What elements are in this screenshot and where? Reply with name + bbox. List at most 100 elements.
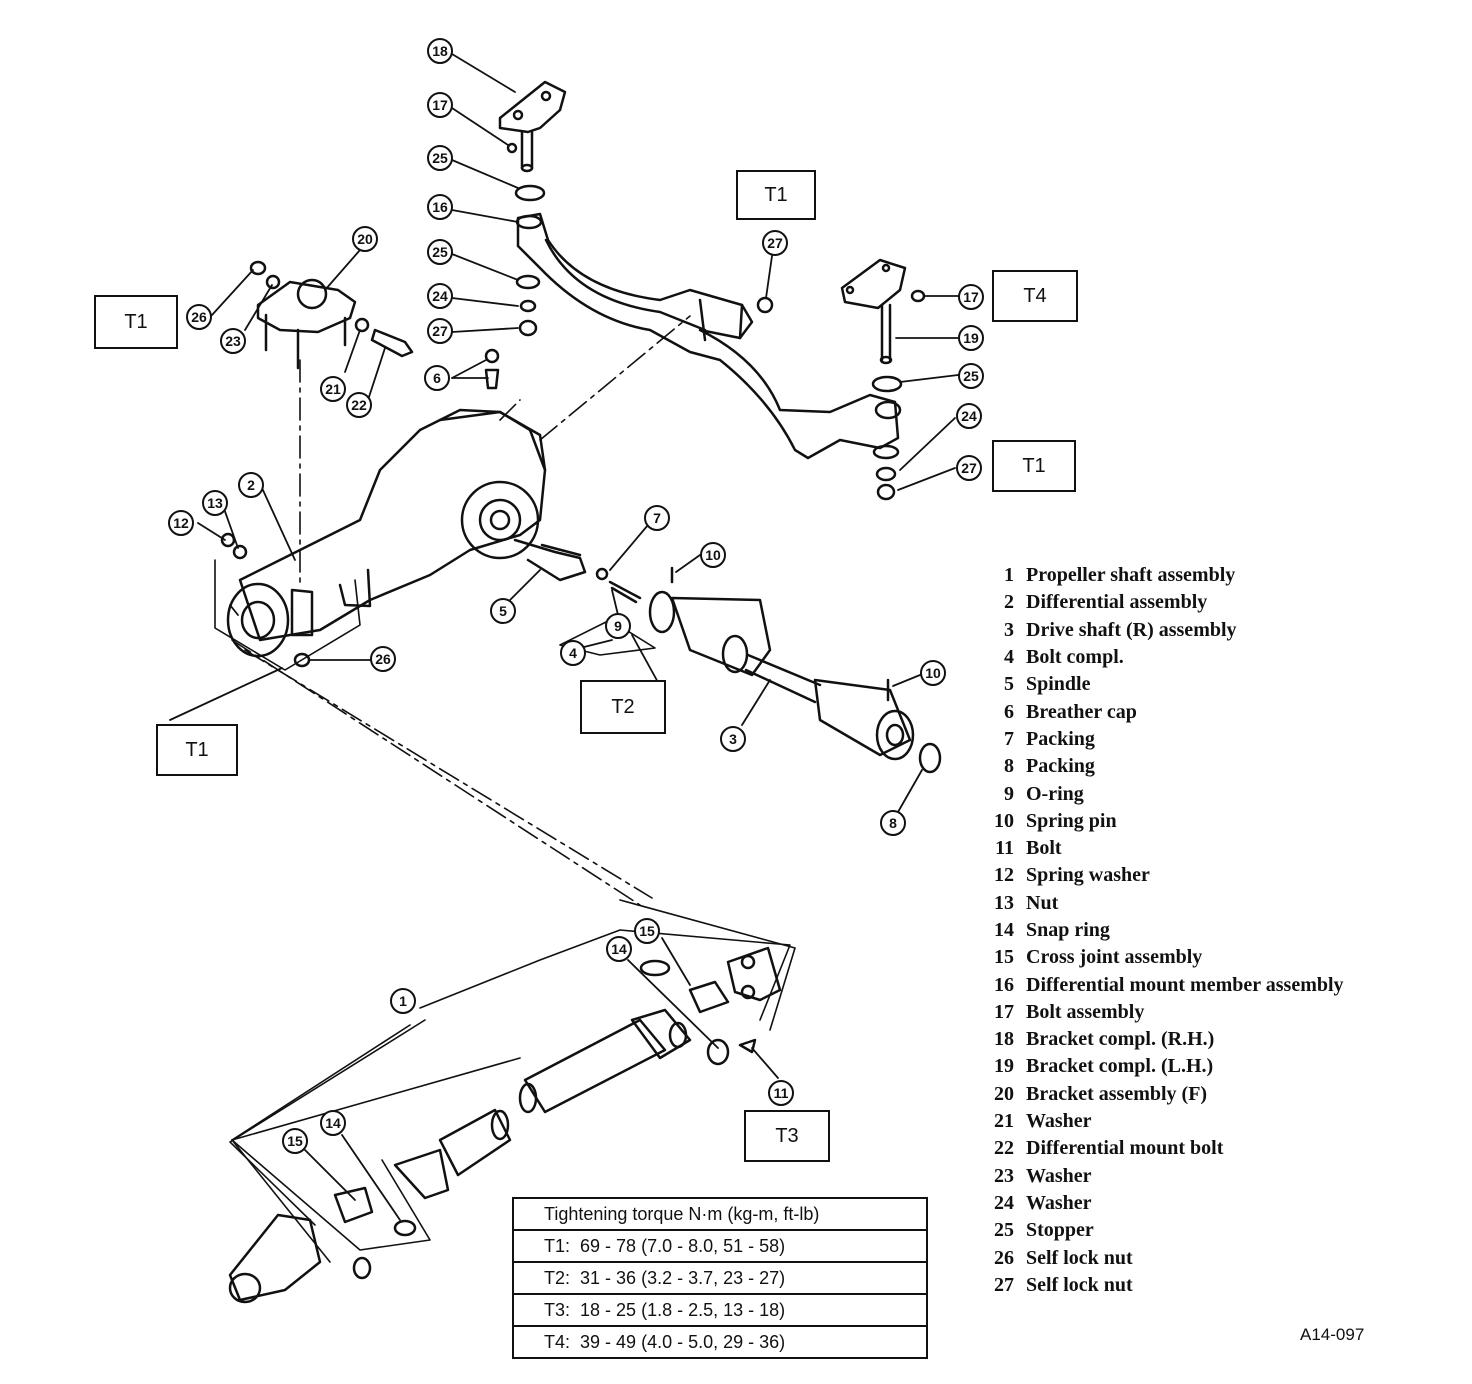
legend-row: 27 Self lock nut — [976, 1272, 1456, 1299]
callout-3: 3 — [720, 726, 746, 752]
legend-num: 23 — [994, 1164, 1014, 1187]
legend-label: O-ring — [1026, 782, 1084, 805]
torque-value: 31 - 36 (3.2 - 3.7, 23 - 27) — [580, 1267, 786, 1288]
callout-20: 20 — [352, 226, 378, 252]
torque-box-t1: T1 — [94, 295, 178, 349]
legend-label: Breather cap — [1026, 700, 1137, 723]
legend-label: Washer — [1026, 1110, 1092, 1133]
callout-7: 7 — [644, 505, 670, 531]
legend-num: 1 — [1004, 564, 1014, 587]
leader-lines — [169, 53, 959, 1221]
torque-code: T2: — [544, 1267, 571, 1288]
legend-label: Washer — [1026, 1164, 1092, 1187]
legend-num: 20 — [994, 1082, 1014, 1105]
callout-6: 6 — [424, 365, 450, 391]
legend-label: Bracket assembly (F) — [1026, 1082, 1208, 1105]
callout-24: 24 — [427, 283, 453, 309]
legend-num: 22 — [994, 1137, 1014, 1160]
legend-label: Spindle — [1026, 673, 1091, 696]
callout-21: 21 — [320, 376, 346, 402]
legend-label: Self lock nut — [1026, 1246, 1133, 1269]
legend-row: 22 Differential mount bolt — [976, 1135, 1456, 1162]
legend-label: Self lock nut — [1026, 1273, 1133, 1296]
torque-box-t1: T1 — [156, 724, 238, 776]
callout-12: 12 — [168, 510, 194, 536]
differential-housing — [220, 348, 642, 668]
legend-label: Bolt compl. — [1026, 646, 1124, 669]
alignment-lines — [231, 315, 691, 906]
torque-row-t4: T4: 39 - 49 (4.0 - 5.0, 29 - 36) — [512, 1325, 928, 1359]
torque-cell: T1: 69 - 78 (7.0 - 8.0, 51 - 58) — [512, 1229, 928, 1263]
callout-15: 15 — [634, 918, 660, 944]
legend-label: Bolt — [1026, 837, 1062, 860]
legend-num: 25 — [994, 1219, 1014, 1242]
legend-label: Differential mount bolt — [1026, 1137, 1224, 1160]
legend-num: 3 — [1004, 618, 1014, 641]
legend-num: 17 — [994, 1000, 1014, 1023]
torque-row-t3: T3: 18 - 25 (1.8 - 2.5, 13 - 18) — [512, 1293, 928, 1327]
legend-row: 14 Snap ring — [976, 917, 1456, 944]
legend-row: 4 Bolt compl. — [976, 644, 1456, 671]
torque-header: Tightening torque N·m (kg-m, ft-lb) — [512, 1197, 928, 1231]
callout-27: 27 — [762, 230, 788, 256]
legend-label: Propeller shaft assembly — [1026, 564, 1236, 587]
callout-25: 25 — [958, 363, 984, 389]
legend-num: 18 — [994, 1028, 1014, 1051]
legend-num: 13 — [994, 891, 1014, 914]
legend-row: 23 Washer — [976, 1163, 1456, 1190]
legend-num: 15 — [994, 946, 1014, 969]
callout-17: 17 — [958, 284, 984, 310]
callout-1: 1 — [390, 988, 416, 1014]
torque-row-t1: T1: 69 - 78 (7.0 - 8.0, 51 - 58) — [512, 1229, 928, 1263]
legend-num: 27 — [994, 1273, 1014, 1296]
legend-num: 19 — [994, 1055, 1014, 1078]
callout-17: 17 — [427, 92, 453, 118]
legend-label: Packing — [1026, 727, 1095, 750]
propeller-shaft — [228, 946, 782, 1304]
callout-9: 9 — [605, 613, 631, 639]
legend-label: Bracket compl. (L.H.) — [1026, 1055, 1214, 1078]
callout-26: 26 — [186, 304, 212, 330]
legend-row: 20 Bracket assembly (F) — [976, 1081, 1456, 1108]
callout-2: 2 — [238, 472, 264, 498]
torque-box-t2: T2 — [580, 680, 666, 734]
legend-num: 16 — [994, 973, 1014, 996]
callout-24: 24 — [956, 403, 982, 429]
callout-11: 11 — [768, 1080, 794, 1106]
callout-10: 10 — [920, 660, 946, 686]
drive-shaft — [648, 566, 942, 774]
legend-label: Spring washer — [1026, 864, 1150, 887]
legend-num: 12 — [994, 864, 1014, 887]
legend-label: Snap ring — [1026, 919, 1110, 941]
torque-table: Tightening torque N·m (kg-m, ft-lb) T1: … — [512, 1197, 928, 1359]
torque-box-t3: T3 — [744, 1110, 830, 1162]
bracket-lh — [756, 258, 926, 501]
figure-code: A14-097 — [1300, 1325, 1365, 1344]
torque-cell: T3: 18 - 25 (1.8 - 2.5, 13 - 18) — [512, 1293, 928, 1327]
legend-label: Packing — [1026, 755, 1095, 778]
callout-23: 23 — [220, 328, 246, 354]
legend-num: 14 — [994, 919, 1014, 941]
torque-cell: T2: 31 - 36 (3.2 - 3.7, 23 - 27) — [512, 1261, 928, 1295]
legend-num: 24 — [994, 1191, 1014, 1214]
legend-label: Spring pin — [1026, 809, 1117, 832]
group-lines — [214, 559, 796, 1263]
torque-code: T3: — [544, 1299, 571, 1320]
callout-15: 15 — [282, 1128, 308, 1154]
legend-row: 19 Bracket compl. (L.H.) — [976, 1053, 1456, 1080]
callout-25: 25 — [427, 145, 453, 171]
legend-num: 4 — [1004, 646, 1014, 669]
